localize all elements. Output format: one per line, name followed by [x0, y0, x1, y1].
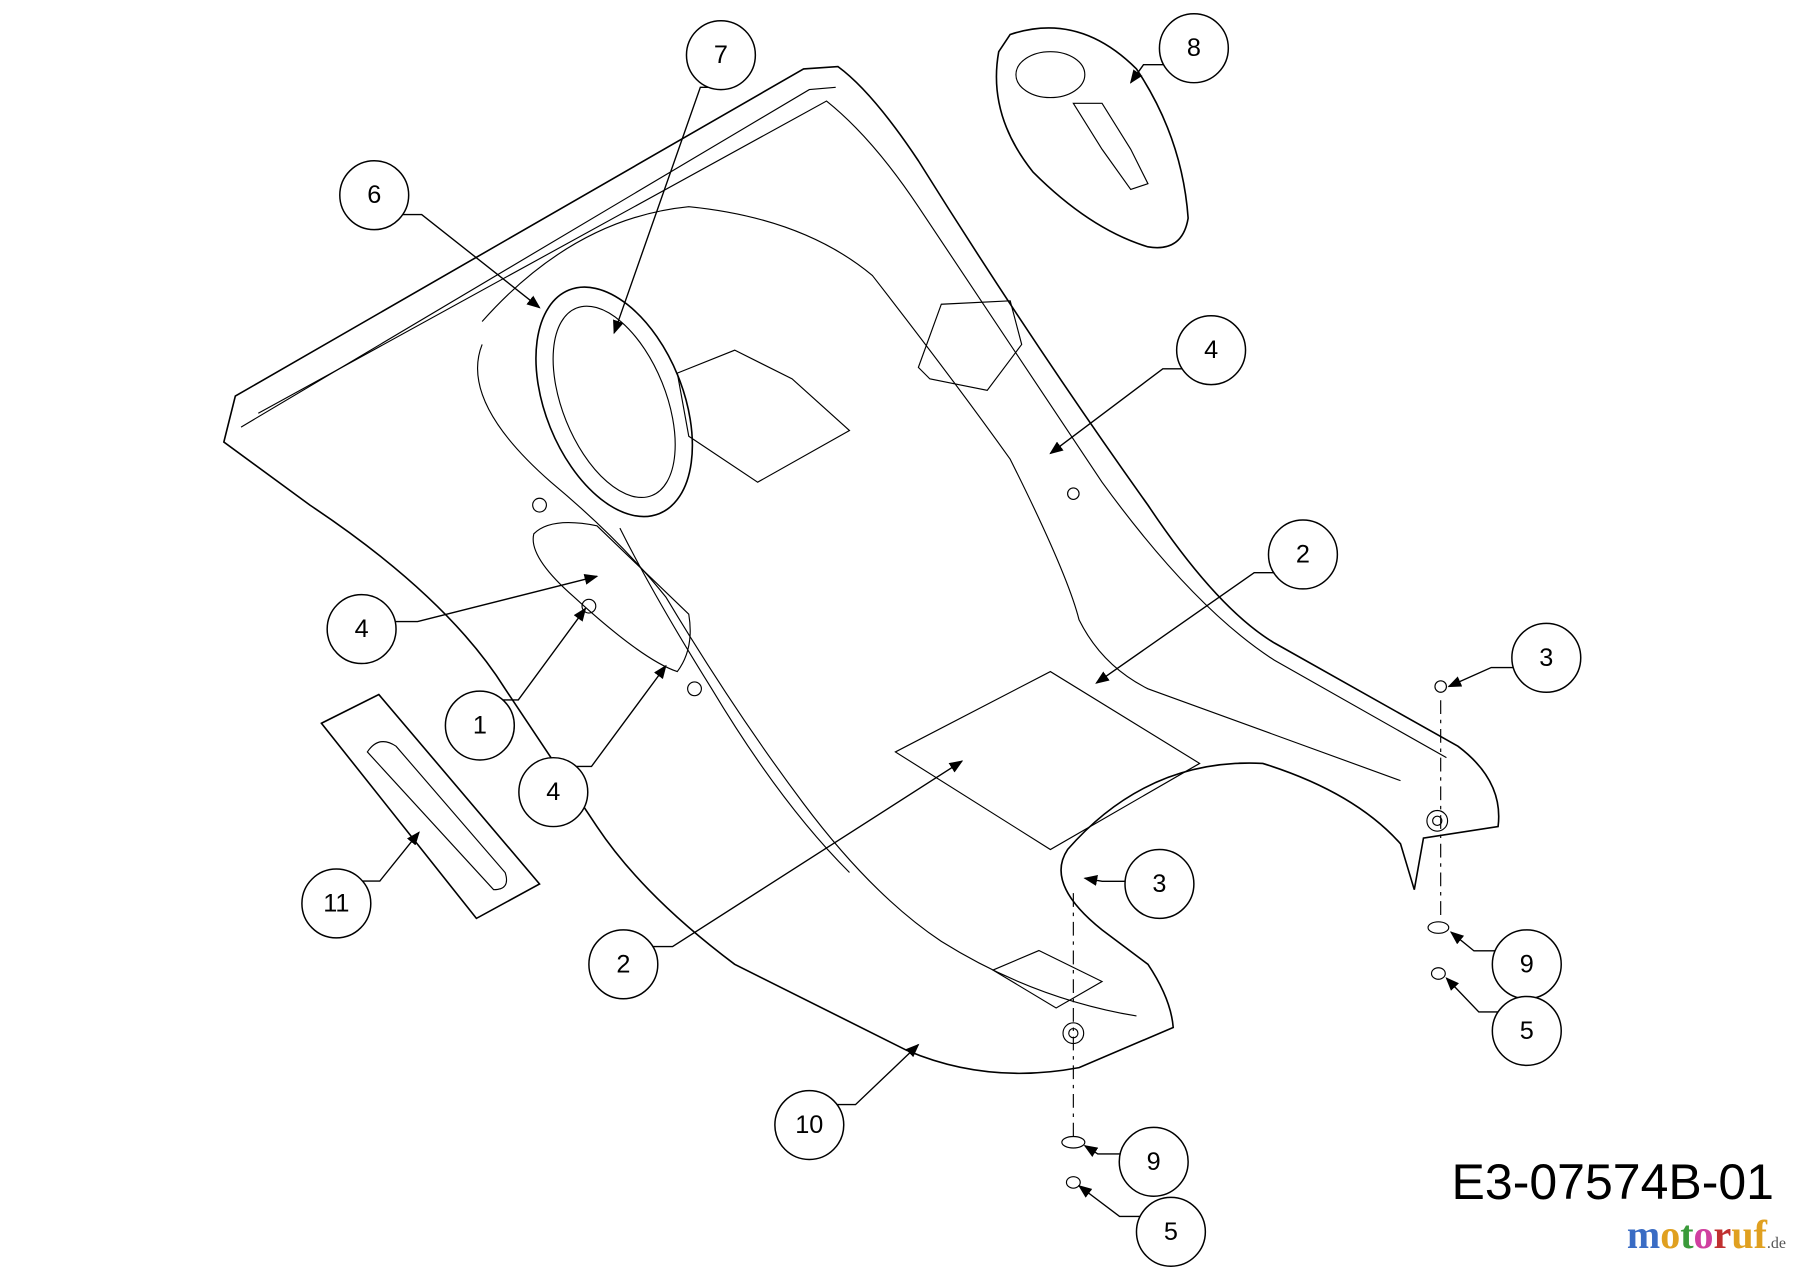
callout-2: 2	[588, 760, 964, 1000]
callout-number: 10	[795, 1111, 823, 1139]
dash-ring-part-6	[535, 286, 694, 518]
callout-circle	[339, 159, 410, 231]
callout-number: 4	[546, 778, 560, 806]
callout-circle	[1175, 314, 1247, 386]
callout-circle	[326, 593, 397, 665]
callout-4: 4	[1049, 314, 1247, 455]
callout-circle	[1491, 995, 1562, 1067]
leader-line	[395, 573, 599, 623]
callout-4: 4	[326, 573, 599, 665]
callout-number: 1	[473, 712, 487, 740]
drawing-code: E3-07574B-01	[1451, 1154, 1774, 1210]
callout-10: 10	[774, 1043, 920, 1161]
callout-number: 5	[1164, 1218, 1178, 1246]
leader-line	[1049, 368, 1183, 455]
callout-4: 4	[518, 664, 667, 828]
leader-line	[837, 1043, 920, 1106]
callout-2: 2	[1095, 519, 1339, 684]
leader-line	[652, 760, 964, 948]
callout-8: 8	[1129, 13, 1230, 84]
leader-line	[502, 607, 587, 701]
leader-line	[1077, 1185, 1141, 1218]
leader-line	[362, 831, 420, 882]
callout-number: 8	[1187, 34, 1201, 62]
callout-number: 9	[1147, 1148, 1161, 1176]
leader-line	[613, 86, 709, 335]
callout-number: 2	[1296, 540, 1310, 568]
callout-number: 7	[714, 41, 728, 69]
callout-circle	[1135, 1196, 1207, 1267]
leader-line	[1129, 64, 1164, 84]
callout-circle	[588, 929, 659, 1000]
callout-circle	[1124, 848, 1195, 920]
callout-circle	[444, 690, 516, 761]
cover-part-8	[995, 27, 1189, 249]
watermark-logo: motoruf.de	[1626, 1212, 1786, 1257]
callout-number: 9	[1520, 950, 1534, 978]
callout-number: 4	[1204, 336, 1218, 364]
callout-number: 6	[367, 181, 381, 209]
fender-body	[222, 65, 1500, 1075]
leader-line	[576, 664, 667, 768]
callout-circle	[774, 1089, 845, 1161]
callout-circle	[1158, 13, 1230, 84]
callout-number: 5	[1520, 1017, 1534, 1045]
callout-3: 3	[1083, 848, 1195, 920]
leader-line	[1447, 666, 1514, 688]
callout-circle	[301, 868, 372, 939]
hardware	[532, 487, 1450, 1189]
leader-line	[1083, 874, 1126, 886]
callout-number: 4	[355, 615, 369, 643]
callout-circle	[518, 756, 589, 828]
callout-circle	[685, 19, 757, 91]
callout-6: 6	[339, 159, 541, 309]
callout-circle	[1118, 1126, 1189, 1197]
leader-line	[1445, 977, 1499, 1013]
callout-number: 3	[1539, 644, 1553, 672]
callout-7: 7	[613, 19, 757, 335]
callout-circle	[1511, 622, 1582, 693]
callout-9: 9	[1083, 1126, 1189, 1197]
callout-number: 3	[1152, 870, 1166, 898]
callout-number: 2	[616, 950, 630, 978]
callout-9: 9	[1449, 929, 1562, 1000]
leader-line	[402, 213, 541, 309]
plate-part-11	[320, 693, 541, 920]
leader-line	[1083, 1144, 1121, 1157]
callout-11: 11	[301, 831, 420, 939]
callout-number: 11	[323, 889, 349, 917]
callout-5: 5	[1077, 1185, 1207, 1267]
callout-3: 3	[1447, 622, 1582, 693]
leader-line	[1449, 931, 1496, 952]
callout-circle	[1267, 519, 1339, 590]
callout-1: 1	[444, 607, 587, 761]
callout-5: 5	[1445, 977, 1562, 1067]
leader-line	[1095, 572, 1274, 684]
